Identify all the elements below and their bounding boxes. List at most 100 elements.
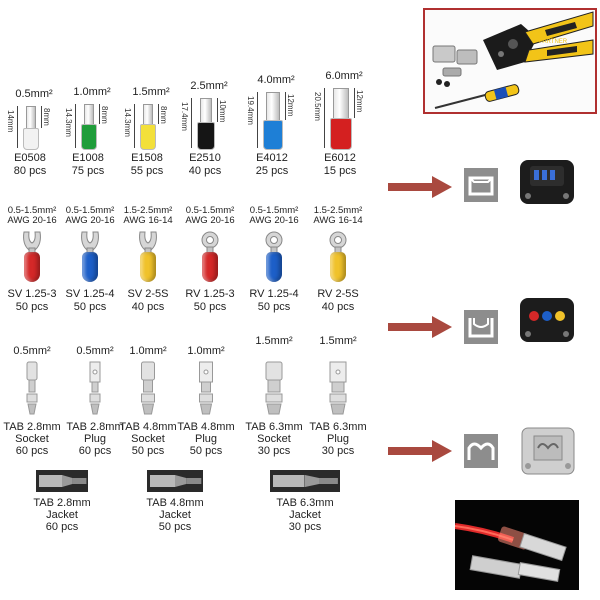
ferrule-tube bbox=[26, 106, 36, 129]
terminal-awg: AWG 20-16 bbox=[65, 215, 115, 226]
arrow-right-icon bbox=[388, 440, 452, 462]
jacket-type: Jacket bbox=[159, 509, 191, 521]
tab-wire-size: 1.5mm² bbox=[319, 335, 357, 347]
ferrule-sleeve bbox=[140, 124, 156, 150]
jacket-quantity: 50 pcs bbox=[158, 521, 192, 533]
terminal-quantity: 50 pcs bbox=[193, 301, 227, 313]
terminal-wire-range: 0.5-1.5mm² bbox=[7, 205, 57, 216]
ring-head-icon bbox=[326, 230, 350, 255]
dimension-line bbox=[158, 104, 159, 124]
ferrule-total-length: 14.3mm bbox=[64, 108, 73, 137]
plug-terminal-icon bbox=[192, 360, 220, 416]
arrow-right-icon bbox=[388, 316, 452, 338]
ferrule-pin-length: 12mm bbox=[355, 90, 364, 113]
dimension-line bbox=[75, 104, 76, 148]
dimension-line bbox=[257, 92, 258, 148]
ferrule-size: 1.0mm² bbox=[73, 86, 111, 98]
tab-wire-size: 1.5mm² bbox=[255, 335, 293, 347]
jacket-icon bbox=[36, 470, 88, 492]
tab-wire-size: 1.0mm² bbox=[129, 345, 167, 357]
terminal-sleeve bbox=[202, 252, 218, 282]
jacket-quantity: 30 pcs bbox=[288, 521, 322, 533]
ferrule-quantity: 80 pcs bbox=[13, 165, 47, 177]
ferrule-total-length: 17.4mm bbox=[180, 102, 189, 131]
ferrule-pin-length: 8mm bbox=[100, 106, 109, 124]
dimension-line bbox=[99, 104, 100, 124]
ring-head-icon bbox=[262, 230, 286, 255]
ferrule-code: E6012 bbox=[324, 152, 356, 164]
ferrule-sleeve bbox=[263, 120, 283, 150]
ferrule-sleeve bbox=[23, 128, 39, 150]
socket-terminal-icon bbox=[18, 360, 46, 416]
ferrule-quantity: 40 pcs bbox=[188, 165, 222, 177]
jacket-icon bbox=[270, 470, 340, 492]
ferrule-pin-length: 8mm bbox=[42, 108, 51, 126]
ferrule-size: 0.5mm² bbox=[15, 88, 53, 100]
dimension-line bbox=[41, 106, 42, 128]
ferrule-total-length: 20.5mm bbox=[313, 92, 322, 121]
terminal-wire-range: 1.5-2.5mm² bbox=[313, 205, 363, 216]
terminal-wire-range: 0.5-1.5mm² bbox=[249, 205, 299, 216]
ferrule-total-length: 14.3mm bbox=[123, 108, 132, 137]
dimension-line bbox=[354, 88, 355, 118]
ferrule-quantity: 25 pcs bbox=[255, 165, 289, 177]
tab-name: TAB 4.8mm bbox=[177, 421, 235, 433]
fork-head-icon bbox=[136, 230, 160, 255]
tab-type: Plug bbox=[194, 433, 218, 445]
ferrule-quantity: 75 pcs bbox=[71, 165, 105, 177]
tab-wire-size: 0.5mm² bbox=[13, 345, 51, 357]
ferrule-tube bbox=[266, 92, 280, 121]
ferrule-die-icon bbox=[464, 168, 498, 202]
terminal-wire-range: 0.5-1.5mm² bbox=[65, 205, 115, 216]
tab-name: TAB 2.8mm bbox=[3, 421, 61, 433]
tab-wire-size: 1.0mm² bbox=[187, 345, 225, 357]
tab-type: Plug bbox=[326, 433, 350, 445]
terminal-sleeve bbox=[82, 252, 98, 282]
ferrule-sleeve bbox=[330, 118, 352, 150]
terminal-quantity: 50 pcs bbox=[257, 301, 291, 313]
terminal-code: SV 1.25-4 bbox=[65, 288, 115, 300]
tab-quantity: 50 pcs bbox=[131, 445, 165, 457]
insulated-die-photo bbox=[518, 296, 576, 344]
tab-name: TAB 6.3mm bbox=[245, 421, 303, 433]
ferrule-sleeve bbox=[81, 124, 97, 150]
jacket-quantity: 60 pcs bbox=[45, 521, 79, 533]
ferrule-size: 6.0mm² bbox=[325, 70, 363, 82]
plug-terminal-icon bbox=[81, 360, 109, 416]
open-barrel-die-icon bbox=[464, 434, 498, 468]
dimension-line bbox=[324, 88, 325, 148]
tab-wire-size: 0.5mm² bbox=[76, 345, 114, 357]
ferrule-code: E2510 bbox=[189, 152, 221, 164]
ferrule-quantity: 15 pcs bbox=[323, 165, 357, 177]
terminal-code: SV 1.25-3 bbox=[7, 288, 57, 300]
ferrule-quantity: 55 pcs bbox=[130, 165, 164, 177]
ferrule-code: E0508 bbox=[14, 152, 46, 164]
ferrule-die-photo bbox=[518, 158, 576, 206]
dimension-line bbox=[285, 92, 286, 120]
crimper-tool-illustration: PARTNER bbox=[432, 11, 594, 109]
terminal-code: SV 2-5S bbox=[127, 288, 169, 300]
spade-connector-photo bbox=[454, 500, 579, 590]
ferrule-tube bbox=[84, 104, 94, 125]
ferrule-size: 4.0mm² bbox=[257, 74, 295, 86]
plug-terminal-icon bbox=[324, 360, 352, 416]
jacket-type: Jacket bbox=[289, 509, 321, 521]
jacket-name: TAB 6.3mm bbox=[276, 497, 334, 509]
tab-quantity: 50 pcs bbox=[189, 445, 223, 457]
jacket-type: Jacket bbox=[46, 509, 78, 521]
ferrule-code: E4012 bbox=[256, 152, 288, 164]
tab-name: TAB 2.8mm bbox=[66, 421, 124, 433]
terminal-quantity: 40 pcs bbox=[321, 301, 355, 313]
dimension-line bbox=[17, 106, 18, 148]
ferrule-code: E1008 bbox=[72, 152, 104, 164]
crimper-photo: PARTNER bbox=[423, 8, 597, 114]
tab-name: TAB 6.3mm bbox=[309, 421, 367, 433]
ferrule-tube bbox=[200, 98, 212, 123]
terminal-quantity: 50 pcs bbox=[73, 301, 107, 313]
terminal-code: RV 2-5S bbox=[317, 288, 359, 300]
dimension-line bbox=[134, 104, 135, 148]
open-barrel-die-photo bbox=[520, 426, 576, 476]
ferrule-tube bbox=[143, 104, 153, 125]
brand-label: PARTNER bbox=[539, 39, 568, 45]
